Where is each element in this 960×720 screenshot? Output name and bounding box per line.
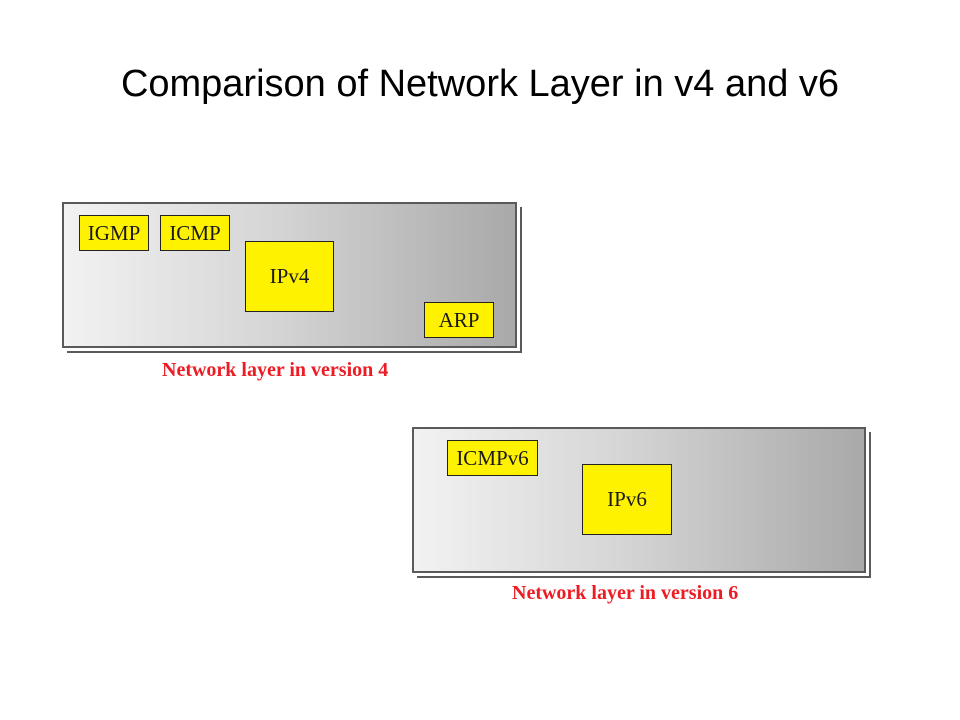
igmp-box: IGMP xyxy=(79,215,149,251)
slide-title: Comparison of Network Layer in v4 and v6 xyxy=(120,63,840,105)
network-layer-v6-caption: Network layer in version 6 xyxy=(512,582,739,604)
ipv6-box: IPv6 xyxy=(582,464,672,535)
icmp-box: ICMP xyxy=(160,215,230,251)
network-layer-v4-caption: Network layer in version 4 xyxy=(162,359,389,381)
ipv4-box: IPv4 xyxy=(245,241,334,312)
icmpv6-box: ICMPv6 xyxy=(447,440,538,476)
arp-box: ARP xyxy=(424,302,494,338)
